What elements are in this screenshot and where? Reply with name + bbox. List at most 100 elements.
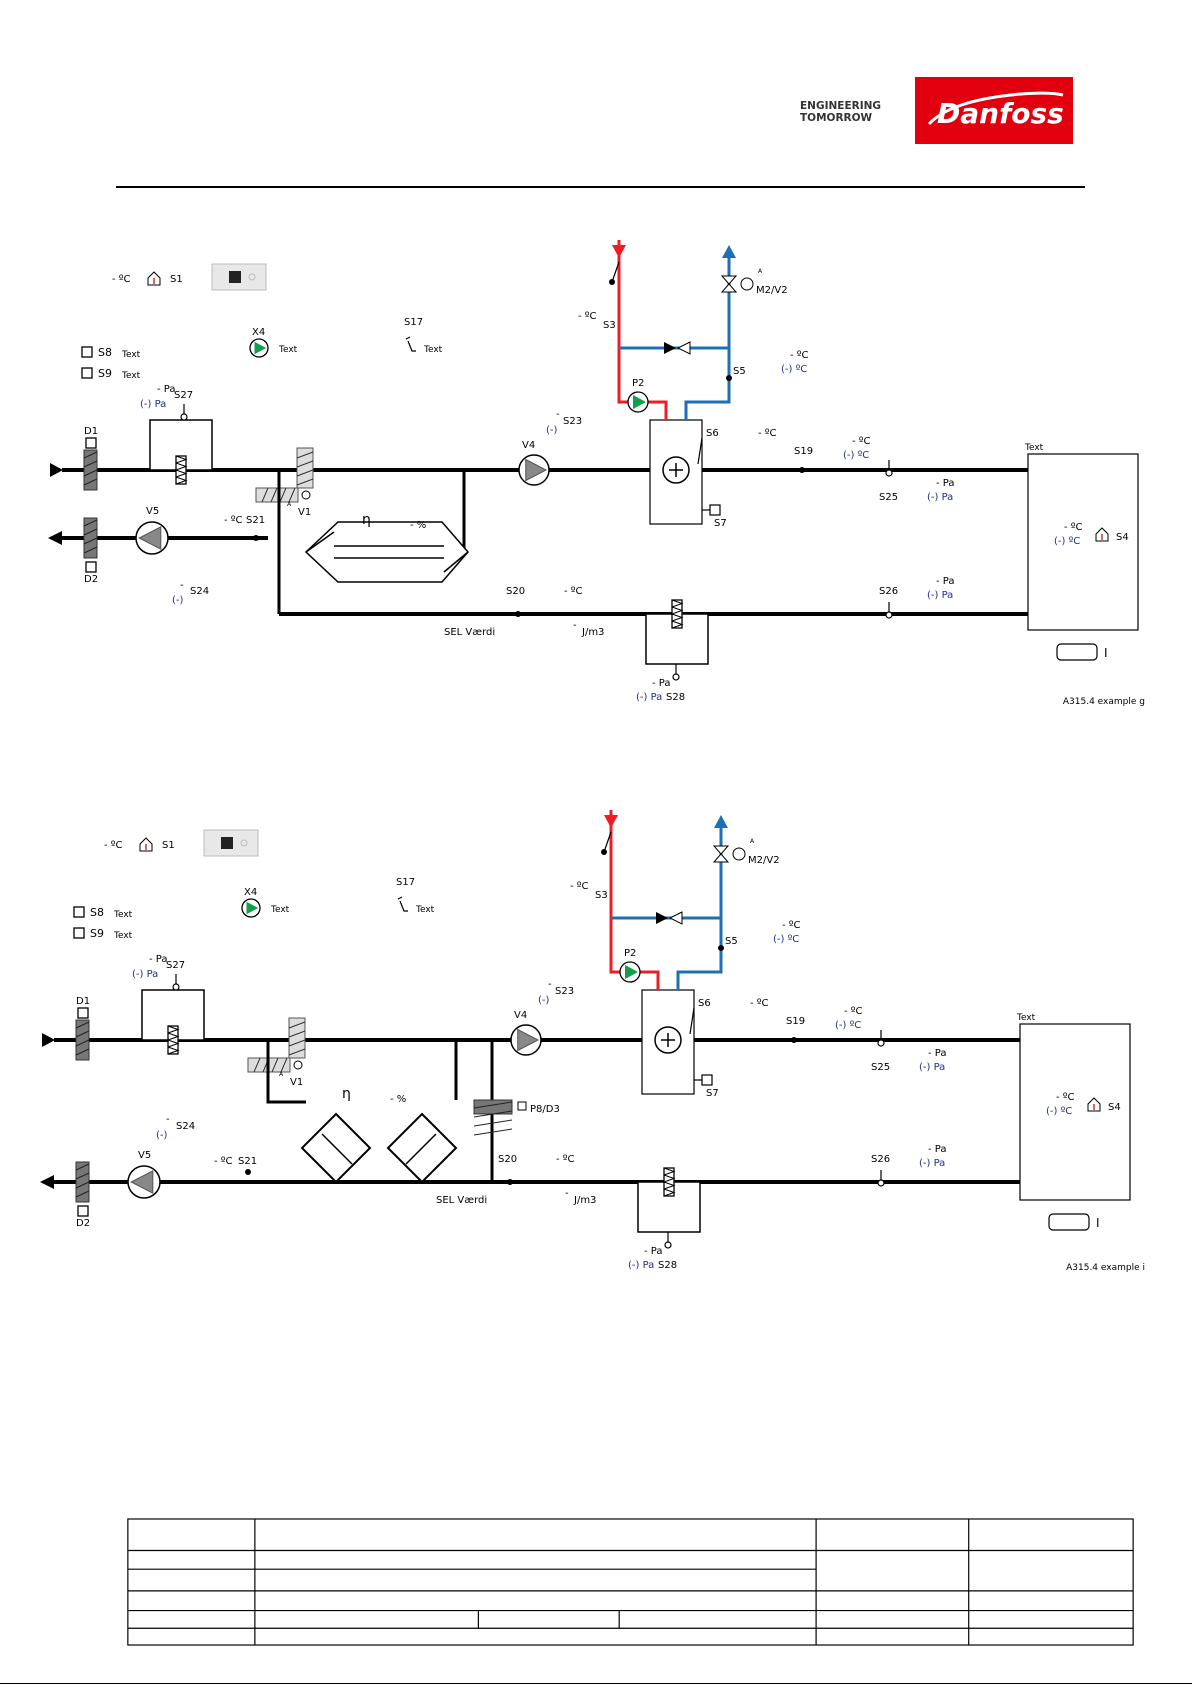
v5-label: V5 (138, 1150, 151, 1161)
s5-dot (726, 375, 732, 381)
return-water-pipe (684, 258, 731, 420)
exhaust-arrow (48, 531, 62, 545)
s24-label: S24 (190, 586, 209, 597)
filter-zigzag (663, 1174, 676, 1183)
s1-house-icon (147, 271, 161, 286)
damper-blade (83, 519, 98, 527)
supply-inlet-arrow (50, 463, 63, 477)
pump-impeller (633, 395, 646, 409)
sensor-bulb (885, 611, 893, 619)
s20-label: S20 (506, 586, 525, 597)
s21-value: - ºC (214, 1156, 232, 1167)
panel-knob (240, 839, 248, 847)
s5-value2: (-) ºC (773, 934, 799, 945)
v1-blade (280, 1057, 288, 1073)
s20-value: - ºC (564, 586, 582, 597)
s26-value: - Pa (936, 576, 955, 587)
v1-actuator (293, 1060, 303, 1070)
d2-indicator (85, 561, 97, 573)
s8-label: S8 (90, 906, 104, 919)
damper-blade (83, 537, 98, 545)
s19-label: S19 (794, 446, 813, 457)
s27-value: - Pa (149, 954, 168, 965)
s28-filter (663, 1167, 676, 1197)
damper-blade (83, 451, 98, 459)
x4-label: X4 (252, 327, 265, 338)
d1-indicator (85, 437, 97, 449)
damper-blade (83, 469, 98, 477)
s19-value2: (-) ºC (843, 450, 869, 461)
sensor-bulb (877, 1039, 885, 1047)
s24-value: - (166, 1114, 170, 1125)
sensor-dot (245, 1169, 251, 1175)
v1-blade (279, 487, 287, 503)
v4-fan-icon (518, 454, 550, 486)
damper-blade (473, 1110, 513, 1118)
room-switch-label: I (1096, 1216, 1100, 1230)
panel-display (229, 271, 241, 283)
check-valve-fill (664, 342, 676, 354)
sel-label: SEL Værdi (444, 627, 495, 638)
sensor-bulb (885, 469, 893, 477)
room-value2: (-) ºC (1054, 536, 1080, 547)
p2-pump-icon (627, 391, 649, 413)
s9-checkbox (81, 367, 93, 379)
s25-value: - Pa (936, 478, 955, 489)
d1-label: D1 (76, 996, 90, 1007)
s26-label: S26 (871, 1154, 890, 1165)
s21-sensor (253, 535, 259, 541)
brand-tagline: ENGINEERING TOMORROW (800, 100, 910, 124)
check-valve-fill (656, 912, 668, 924)
s5-value2: (-) ºC (781, 364, 807, 375)
v1-blade (296, 469, 314, 477)
s28-label: S28 (658, 1260, 677, 1271)
danfoss-logo-mark: Danfoss (927, 91, 1064, 130)
brand-line-1: ENGINEERING (800, 100, 882, 112)
return-water-arrow (722, 245, 736, 258)
d1-indicator (77, 1007, 89, 1019)
s23-value: - (556, 409, 560, 420)
damper-blade (75, 1172, 90, 1180)
v1-label: V1 (298, 507, 311, 518)
s17-switch-icon (397, 896, 408, 912)
sensor-dot (791, 1037, 797, 1043)
p8-indicator (517, 1101, 527, 1111)
s26-value: - Pa (928, 1144, 947, 1155)
pump-impeller (246, 901, 259, 915)
title-block-table (127, 1518, 1134, 1646)
room-title: Text (1024, 443, 1044, 453)
p2-label: P2 (632, 378, 644, 389)
heat-exchanger (304, 521, 469, 583)
s27-sensor (180, 404, 188, 421)
hx-flow-4 (443, 551, 469, 573)
s27-label: S27 (166, 960, 185, 971)
s6-label: S6 (706, 428, 719, 439)
s27-label: S27 (174, 390, 193, 401)
hx-flow-1 (305, 531, 335, 553)
diagram-ref: A315.4 example g (1063, 697, 1145, 707)
s19-label: S19 (786, 1016, 805, 1027)
s7-label: S7 (706, 1088, 719, 1099)
s3-value: - ºC (570, 881, 588, 892)
m2-a: A (750, 838, 755, 845)
s7-box (701, 1074, 713, 1086)
s7-box (709, 504, 721, 516)
s27-value2: (-) Pa (132, 969, 158, 980)
s3-dot (609, 279, 615, 285)
v1-damper-vertical (288, 1017, 306, 1059)
sensor-bulb (672, 673, 680, 681)
s9-checkbox (73, 927, 85, 939)
s5-dot (718, 945, 724, 951)
d2-label: D2 (76, 1218, 90, 1229)
damper-blade (83, 478, 98, 486)
s5-value: - ºC (782, 920, 800, 931)
s21-label: S21 (246, 515, 265, 526)
sel-unit: J/m3 (573, 1195, 596, 1206)
d2-damper (83, 517, 98, 559)
d2-indicator (77, 1205, 89, 1217)
sensor-bulb (877, 1179, 885, 1187)
room-switch-box (1048, 1213, 1090, 1231)
fan-impeller (130, 1169, 154, 1195)
s8-text: Text (121, 350, 141, 360)
s24-value2: (-) (156, 1130, 168, 1141)
